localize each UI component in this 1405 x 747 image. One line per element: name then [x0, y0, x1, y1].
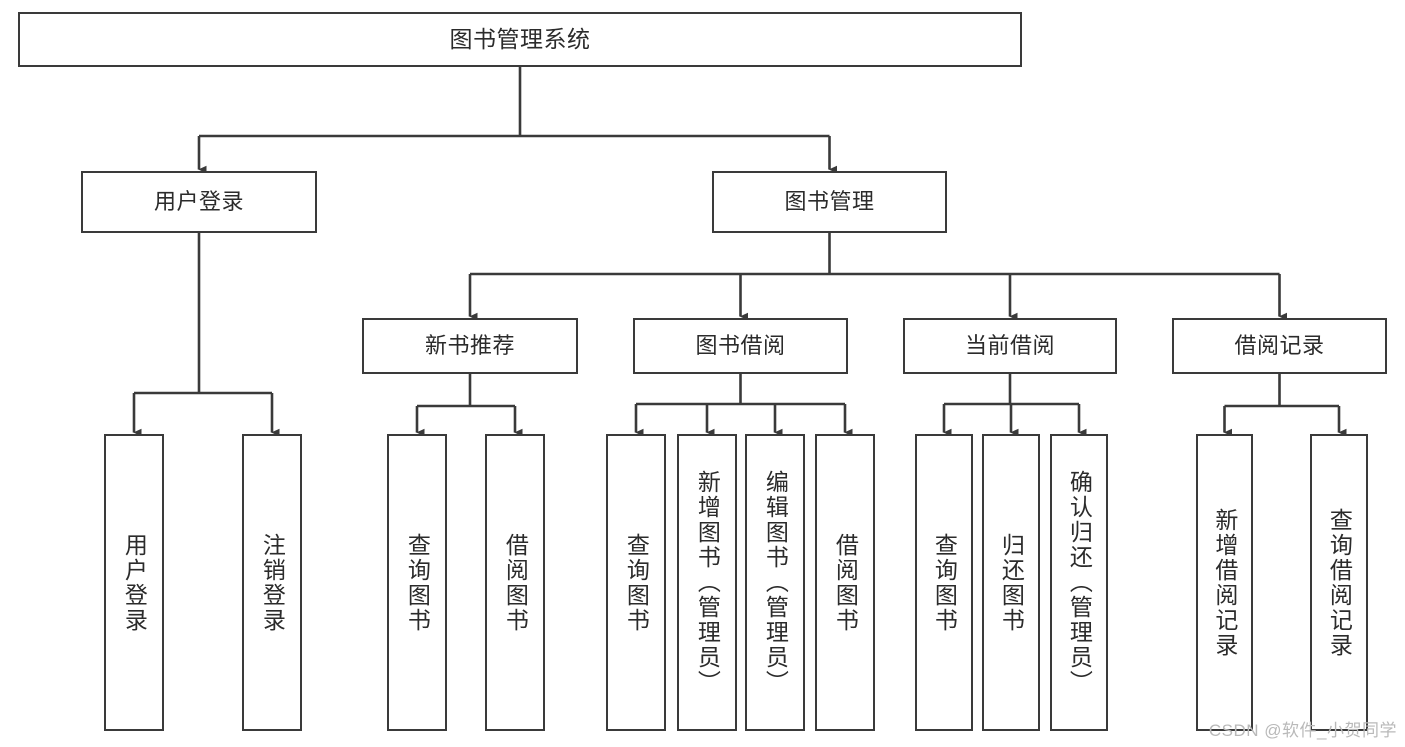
node-label: 注销登录 — [259, 532, 286, 633]
node-label: 当前借阅 — [964, 332, 1055, 358]
edge-group — [132, 67, 1347, 437]
node-label: 图书管理系统 — [449, 25, 591, 52]
watermark-label: CSDN @软件_小贺同学 — [1208, 721, 1397, 740]
node-label: 图书借阅 — [695, 332, 786, 358]
node-label: 用户登录 — [153, 188, 244, 214]
node-label: 用户登录 — [121, 532, 148, 633]
node-leaf-query-3[interactable]: 查询图书 — [915, 434, 973, 731]
node-label: 查询图书 — [931, 532, 958, 633]
node-label: 借阅图书 — [832, 532, 859, 633]
node-label: 编辑图书（管理员） — [762, 470, 789, 695]
node-leaf-edit-book[interactable]: 编辑图书（管理员） — [745, 434, 805, 731]
node-borrow-record[interactable]: 借阅记录 — [1172, 318, 1387, 374]
node-label: 确认归还（管理员） — [1066, 470, 1093, 695]
node-label: 图书管理 — [784, 188, 875, 214]
node-label: 新增借阅记录 — [1211, 507, 1238, 658]
node-leaf-query-2[interactable]: 查询图书 — [606, 434, 666, 731]
node-leaf-return[interactable]: 归还图书 — [982, 434, 1040, 731]
node-current-borrow[interactable]: 当前借阅 — [903, 318, 1117, 374]
node-leaf-logout[interactable]: 注销登录 — [242, 434, 302, 731]
node-label: 查询图书 — [404, 532, 431, 633]
node-label: 新增图书（管理员） — [694, 470, 721, 695]
node-label: 借阅记录 — [1234, 332, 1325, 358]
node-leaf-add-rec[interactable]: 新增借阅记录 — [1196, 434, 1253, 731]
node-label: 归还图书 — [998, 532, 1025, 633]
node-book-borrow[interactable]: 图书借阅 — [633, 318, 848, 374]
node-label: 查询图书 — [623, 532, 650, 633]
node-new-book-rec[interactable]: 新书推荐 — [362, 318, 578, 374]
node-leaf-query-rec[interactable]: 查询借阅记录 — [1310, 434, 1368, 731]
node-root[interactable]: 图书管理系统 — [18, 12, 1022, 67]
node-leaf-borrow-2[interactable]: 借阅图书 — [815, 434, 875, 731]
node-user-login[interactable]: 用户登录 — [81, 171, 317, 233]
node-book-manage[interactable]: 图书管理 — [712, 171, 947, 233]
node-label: 借阅图书 — [502, 532, 529, 633]
node-leaf-query-1[interactable]: 查询图书 — [387, 434, 447, 731]
node-label: 新书推荐 — [424, 332, 515, 358]
node-leaf-borrow-1[interactable]: 借阅图书 — [485, 434, 545, 731]
node-leaf-confirm[interactable]: 确认归还（管理员） — [1050, 434, 1108, 731]
node-leaf-add-book[interactable]: 新增图书（管理员） — [677, 434, 737, 731]
node-leaf-user-login[interactable]: 用户登录 — [104, 434, 164, 731]
node-label: 查询借阅记录 — [1326, 507, 1353, 658]
